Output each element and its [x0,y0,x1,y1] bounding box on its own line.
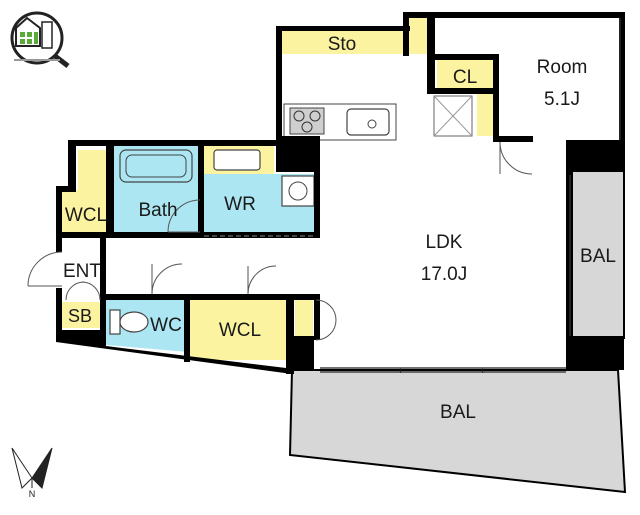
sto-area [280,30,407,54]
room-small-yellow [477,92,497,136]
wcl-left-label: WCL [65,205,107,226]
wcl-bottom-label: WCL [219,320,261,341]
room-label: Room [537,57,588,78]
washer-icon [281,175,315,207]
logo-icon [10,11,70,68]
sb-area [60,302,100,328]
cl-area [437,60,494,92]
bal-bottom-area [288,369,627,494]
bath-area [112,146,202,234]
door-swings [27,141,533,341]
stove-icon [289,107,325,135]
bath-label: Bath [138,200,177,221]
wc-label: WC [150,315,182,336]
washbasin-icon [213,149,261,171]
toilet-icon [109,309,149,335]
sto-area-2 [405,18,427,54]
bal-right-area [571,169,625,339]
svg-text:+: + [398,366,403,376]
svg-text:+: + [480,366,485,376]
north-arrow-icon: N [11,447,53,499]
wr-label: WR [224,194,256,215]
walls [56,12,625,374]
north-label: N [29,489,36,499]
cl-label: CL [453,67,477,88]
ldk-label: LDK [426,232,463,253]
ent-label: ENT [63,261,101,282]
wcl-left-area [62,150,112,235]
room-size-label: 5.1J [544,89,580,110]
wcl-bottom-area [188,300,293,360]
wcl-bottom-small [295,300,313,336]
bal-bottom-label: BAL [440,402,476,423]
bal-right-label: BAL [580,246,616,267]
sb-label: SB [68,306,92,326]
sto-label: Sto [328,34,357,55]
ldk-size-label: 17.0J [421,264,467,285]
bathtub-icon [119,149,193,183]
